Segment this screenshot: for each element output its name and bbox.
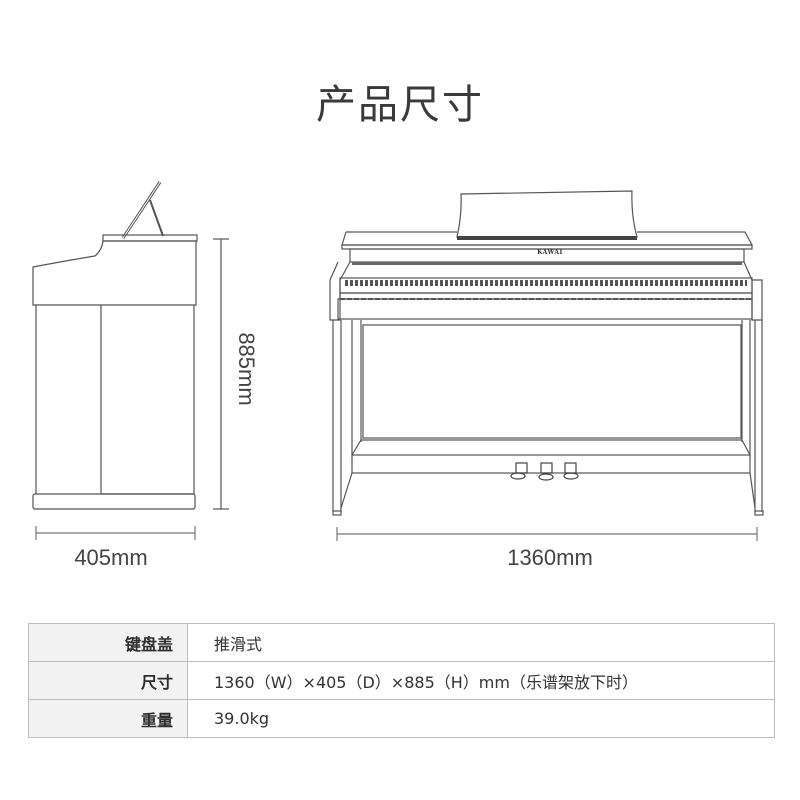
spec-key-weight: 重量: [28, 699, 188, 738]
spec-key-keyboard-cover: 键盘盖: [28, 623, 188, 662]
table-row: 尺寸 1360（W）×405（D）×885（H）mm（乐谱架放下时）: [28, 661, 775, 700]
brand-label: KAWAI: [537, 249, 563, 256]
table-row: 重量 39.0kg: [28, 699, 775, 738]
spec-value-dimensions: 1360（W）×405（D）×885（H）mm（乐谱架放下时）: [187, 661, 775, 700]
spec-key-dimensions: 尺寸: [28, 661, 188, 700]
height-dimension-label: 885mm: [234, 332, 259, 406]
spec-value-keyboard-cover: 推滑式: [187, 623, 775, 662]
spec-value-weight: 39.0kg: [187, 699, 775, 738]
spec-table: 键盘盖 推滑式 尺寸 1360（W）×405（D）×885（H）mm（乐谱架放下…: [28, 623, 775, 738]
table-row: 键盘盖 推滑式: [28, 623, 775, 662]
front-view-illustration: [329, 190, 764, 541]
depth-dimension-label: 405mm: [74, 545, 148, 570]
width-dimension-label: 1360mm: [507, 545, 593, 570]
page-title: 产品尺寸: [316, 82, 484, 128]
pedals-icon: [510, 462, 579, 481]
piano-dimension-drawing: [32, 181, 764, 541]
side-view-illustration: [32, 181, 229, 540]
